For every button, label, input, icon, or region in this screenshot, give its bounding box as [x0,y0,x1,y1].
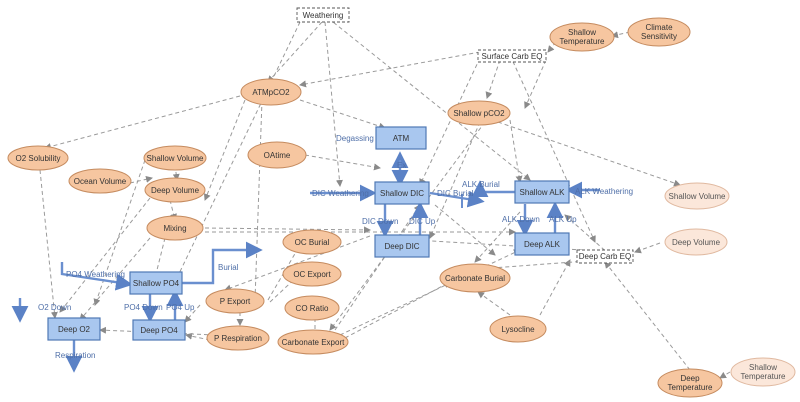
aux-oc-export[interactable]: OC Export [282,261,342,287]
stock-deep-o2-label: Deep O2 [58,325,91,334]
aux-shallow-pco2[interactable]: Shallow pCO2 [447,100,511,126]
material-flows [11,151,600,373]
aux-deep-temperature[interactable]: Deep Temperature [657,368,723,398]
flow-dic-burial-label: DIC Burial [437,189,474,198]
aux-carbonate-export[interactable]: Carbonate Export [277,329,349,355]
stock-atm[interactable]: ATM [375,126,427,150]
aux-co-ratio[interactable]: CO Ratio [284,295,340,321]
stock-deep-alk[interactable]: Deep ALK [514,232,570,256]
aux-climate-sensitivity-line2: Sensitivity [641,32,677,41]
aux-deep-volume-label: Deep Volume [151,186,200,195]
aux-climate-sensitivity-line1: Climate [645,23,673,32]
stock-deep-dic[interactable]: Deep DIC [374,234,430,258]
stock-deep-po4[interactable]: Deep PO4 [132,319,186,341]
shadow-shallow-temperature[interactable]: Shallow Temperature [730,357,796,387]
weathering-cloud[interactable]: Weathering [296,7,350,23]
aux-p-export[interactable]: P Export [205,288,265,314]
shadow-shallow-volume[interactable]: Shallow Volume [664,182,730,210]
aux-atm-pco2-label: ATMpCO2 [252,88,290,97]
surface-carb-eq-cloud[interactable]: Surface Carb EQ [477,49,547,63]
surface-carb-eq-label: Surface Carb EQ [482,52,543,61]
aux-lysocline[interactable]: Lysocline [489,315,547,343]
shadow-shallow-temperature-line2: Temperature [741,372,786,381]
flow-alk-burial-label: ALK Burial [462,180,500,189]
flow-labels: Degassing Ex DIC Weathering DIC Burial A… [38,134,633,360]
aux-deep-temperature-line1: Deep [680,374,700,383]
aux-p-export-label: P Export [220,297,251,306]
stock-deep-dic-label: Deep DIC [384,242,419,251]
aux-p-respiration-label: P Respiration [214,334,262,343]
shadow-shallow-volume-label: Shallow Volume [669,192,726,201]
aux-carbonate-export-label: Carbonate Export [282,338,345,347]
deep-carb-eq-label: Deep Carb EQ [579,252,631,261]
aux-mixing[interactable]: Mixing [146,215,204,241]
stock-shallow-alk[interactable]: Shallow ALK [514,180,570,204]
stock-shallow-alk-label: Shallow ALK [520,188,566,197]
aux-deep-volume[interactable]: Deep Volume [144,177,206,203]
aux-carbonate-burial[interactable]: Carbonate Burial [439,263,511,293]
stock-shallow-dic[interactable]: Shallow DIC [374,181,430,205]
stock-deep-po4-label: Deep PO4 [140,326,178,335]
aux-p-respiration[interactable]: P Respiration [206,325,270,351]
flow-po4-weathering-label: PO4 Weathering [66,270,125,279]
stock-deep-alk-label: Deep ALK [524,240,561,249]
aux-carbonate-burial-label: Carbonate Burial [445,274,505,283]
weathering-label: Weathering [303,11,344,20]
flow-o2-down-label: O2 Down [38,303,71,312]
flow-alk-weathering-label: ALK Weathering [575,187,633,196]
aux-oatime[interactable]: OAtime [247,141,307,169]
aux-shallow-volume-label: Shallow Volume [147,154,204,163]
aux-oc-burial[interactable]: OC Burial [282,229,342,255]
stock-shallow-po4-label: Shallow PO4 [133,279,180,288]
flow-burial-label: Burial [218,263,239,272]
aux-shallow-temperature-line2: Temperature [560,37,605,46]
flow-ex-label: Ex [397,161,406,170]
aux-co-ratio-label: CO Ratio [296,304,329,313]
aux-climate-sensitivity[interactable]: Climate Sensitivity [627,17,691,47]
flow-po4-up-label: PO4 Up [166,303,195,312]
stock-deep-o2[interactable]: Deep O2 [47,317,101,341]
flow-alk-up-label: ALK Up [549,215,577,224]
aux-o2-solubility-label: O2 Solubility [16,154,61,163]
stock-shallow-dic-label: Shallow DIC [380,189,424,198]
flow-po4-down-label: PO4 Down [124,303,163,312]
aux-ocean-volume[interactable]: Ocean Volume [68,168,132,194]
aux-oc-export-label: OC Export [293,270,331,279]
stock-shallow-po4[interactable]: Shallow PO4 [129,271,183,295]
aux-oatime-label: OAtime [264,151,291,160]
flow-dic-up-label: DIC Up [409,217,436,226]
flow-dic-down-label: DIC Down [362,217,398,226]
aux-shallow-temperature[interactable]: Shallow Temperature [549,22,615,52]
flow-dic-weathering-label: DIC Weathering [312,189,369,198]
deep-carb-eq-cloud[interactable]: Deep Carb EQ [576,249,634,264]
aux-lysocline-label: Lysocline [501,325,535,334]
stock-atm-label: ATM [393,134,410,143]
aux-atm-pco2[interactable]: ATMpCO2 [240,78,302,106]
flow-degassing-label: Degassing [336,134,374,143]
flow-respiration-label: Respiration [55,351,95,360]
aux-shallow-temperature-line1: Shallow [568,28,596,37]
aux-shallow-volume[interactable]: Shallow Volume [143,145,207,171]
aux-ocean-volume-label: Ocean Volume [74,177,127,186]
aux-mixing-label: Mixing [163,224,186,233]
aux-deep-temperature-line2: Temperature [668,383,713,392]
aux-oc-burial-label: OC Burial [295,238,330,247]
aux-o2-solubility[interactable]: O2 Solubility [7,145,69,171]
shadow-shallow-temperature-line1: Shallow [749,363,777,372]
shadow-deep-volume-label: Deep Volume [672,238,721,247]
shadow-deep-volume[interactable]: Deep Volume [664,228,728,256]
flow-alk-down-label: ALK Down [502,215,540,224]
aux-shallow-pco2-label: Shallow pCO2 [453,109,505,118]
